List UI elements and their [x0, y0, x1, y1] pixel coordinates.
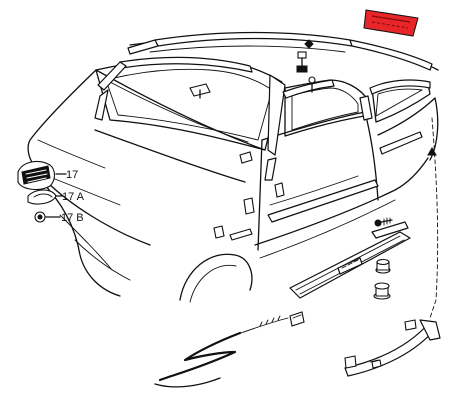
part-17b-clip: 17 B: [34, 211, 84, 224]
fastener-clips: [189, 39, 417, 369]
highlighted-part-label: [363, 9, 419, 37]
roof-clip: [296, 51, 308, 73]
callout-17a: 17 A: [62, 191, 85, 203]
callout-17: 17: [66, 169, 78, 181]
leader-line: [429, 117, 439, 319]
grommet-upper: [375, 258, 391, 274]
part-17-group: 17 17 A 17 B: [17, 160, 85, 224]
grommet-lower: [373, 282, 391, 300]
windshield-clip: [189, 83, 211, 99]
rocker-panel-trim: [289, 221, 411, 299]
car-body-outline: [27, 69, 439, 303]
rear-wheel-arch-trim: [344, 319, 441, 377]
leader-arrowhead: [427, 146, 437, 156]
script-badge: [154, 315, 289, 388]
part-17a-seal: 17 A: [27, 189, 85, 205]
part-17-emblem: 17: [17, 160, 78, 191]
roof-trim-group: [94, 31, 439, 181]
callout-17b: 17 B: [61, 212, 84, 224]
rocker-screw: [374, 217, 393, 227]
